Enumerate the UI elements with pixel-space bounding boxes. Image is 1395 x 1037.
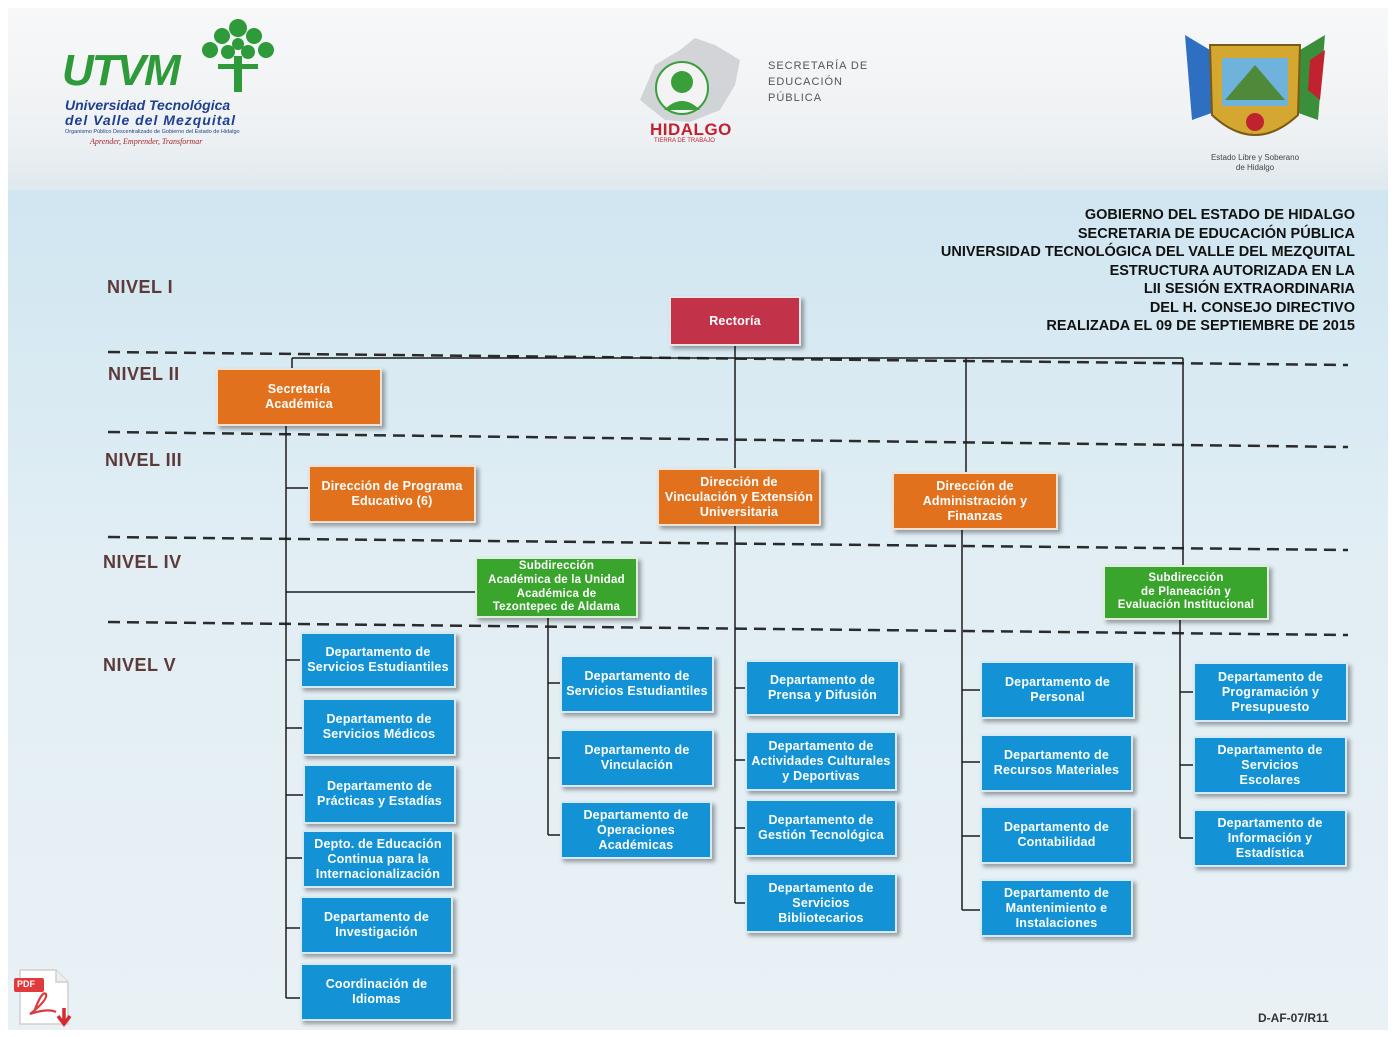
level-label-1: NIVEL I: [107, 277, 174, 297]
sep-line3: PÚBLICA: [768, 92, 823, 104]
estado-line1: Estado Libre y Soberano: [1210, 153, 1300, 162]
utvm-logo: UTVM Universidad Tecnológica del Valle d…: [60, 16, 290, 151]
unit-col3-dept: Departamento de Actividades Culturales y…: [745, 731, 897, 791]
hidalgo-seal-logo: Estado Libre y Soberano de Hidalgo: [1180, 30, 1330, 180]
unit-col5-dept: Departamento de Servicios Escolares: [1193, 736, 1347, 794]
unit-col1-dept: Coordinación de Idiomas: [300, 963, 453, 1021]
unit-col5-dept: Departamento de Programación y Presupues…: [1193, 662, 1348, 722]
unit-dir-vinculacion: Dirección de Vinculación y Extensión Uni…: [657, 468, 821, 526]
unit-col1-dept: Departamento de Prácticas y Estadías: [303, 764, 456, 824]
unit-dir-programa-educativo: Dirección de Programa Educativo (6): [308, 465, 476, 523]
utvm-tree-icon: [202, 19, 274, 92]
title-line-6: DEL H. CONSEJO DIRECTIVO: [1149, 299, 1355, 316]
title-line-3: UNIVERSIDAD TECNOLÓGICA DEL VALLE DEL ME…: [940, 244, 1355, 260]
title-line-4: ESTRUCTURA AUTORIZADA EN LA: [1109, 262, 1355, 279]
utvm-name-line1: Universidad Tecnológica: [65, 97, 231, 113]
unit-dir-administracion: Dirección de Administración y Finanzas: [892, 472, 1058, 530]
unit-col3-dept: Departamento de Gestión Tecnológica: [745, 799, 897, 857]
level-label-2: NIVEL II: [108, 364, 180, 384]
utvm-name-line2: del Valle del Mezquital: [65, 112, 237, 128]
unit-secretaria-academica: Secretaría Académica: [216, 368, 382, 426]
sep-line1: SECRETARÍA DE: [768, 60, 869, 72]
unit-col2-dept: Departamento de Vinculación: [560, 729, 714, 787]
level-label-5: NIVEL V: [103, 655, 177, 675]
unit-col3-dept: Departamento de Servicios Bibliotecarios: [745, 873, 897, 933]
title-line-7: REALIZADA EL 09 DE SEPTIEMBRE DE 2015: [1046, 318, 1355, 334]
hidalgo-state-map-icon: [640, 38, 740, 122]
unit-col4-dept: Departamento de Mantenimiento e Instalac…: [980, 879, 1133, 937]
utvm-motto: Aprender, Emprender, Transformar: [90, 137, 203, 146]
utvm-mark: UTVM: [62, 46, 181, 95]
unit-col4-dept: Departamento de Contabilidad: [980, 806, 1133, 864]
unit-col4-dept: Departamento de Recursos Materiales: [980, 734, 1133, 792]
unit-col1-dept: Departamento de Servicios Estudiantiles: [300, 632, 456, 688]
coat-of-arms-icon: [1185, 35, 1325, 136]
unit-col1-dept: Departamento de Servicios Médicos: [302, 698, 456, 756]
title-line-5: LII SESIÓN EXTRAORDINARIA: [1143, 281, 1355, 297]
utvm-subtitle: Organismo Público Descentralizado de Gob…: [65, 129, 240, 135]
unit-sub-planeacion: Subdirección de Planeación y Evaluación …: [1103, 565, 1269, 620]
sep-brand: HIDALGO: [650, 120, 732, 139]
pdf-badge-label: PDF: [17, 979, 35, 989]
unit-col4-dept: Departamento de Personal: [980, 661, 1135, 719]
unit-col3-dept: Departamento de Prensa y Difusión: [745, 660, 900, 716]
title-line-1: GOBIERNO DEL ESTADO DE HIDALGO: [1084, 207, 1355, 223]
estado-line2: de Hidalgo: [1235, 163, 1275, 172]
document-code: D-AF-07/R11: [1258, 1011, 1329, 1025]
sep-line2: EDUCACIÓN: [768, 76, 844, 88]
pdf-download-icon[interactable]: PDF: [12, 968, 78, 1030]
sep-brand-sub: TIERRA DE TRABAJO: [654, 138, 715, 144]
level-label-3: NIVEL III: [105, 450, 183, 470]
unit-col2-dept: Departamento de Operaciones Académicas: [560, 801, 712, 859]
unit-col2-dept: Departamento de Servicios Estudiantiles: [560, 655, 714, 713]
unit-col1-dept: Departamento de Investigación: [300, 896, 453, 954]
unit-col5-dept: Departamento de Información y Estadístic…: [1193, 809, 1347, 867]
unit-col1-dept: Depto. de Educación Continua para la Int…: [302, 830, 454, 888]
unit-rectoria: Rectoría: [669, 296, 801, 346]
title-block: GOBIERNO DEL ESTADO DE HIDALGO SECRETARI…: [941, 206, 1355, 336]
unit-sub-tezontepec: Subdirección Académica de la Unidad Acad…: [475, 557, 638, 618]
title-line-2: SECRETARIA DE EDUCACIÓN PÚBLICA: [1077, 225, 1355, 242]
level-label-4: NIVEL IV: [103, 552, 182, 572]
sep-hidalgo-logo: HIDALGO TIERRA DE TRABAJO SECRETARÍA DE …: [620, 30, 900, 150]
